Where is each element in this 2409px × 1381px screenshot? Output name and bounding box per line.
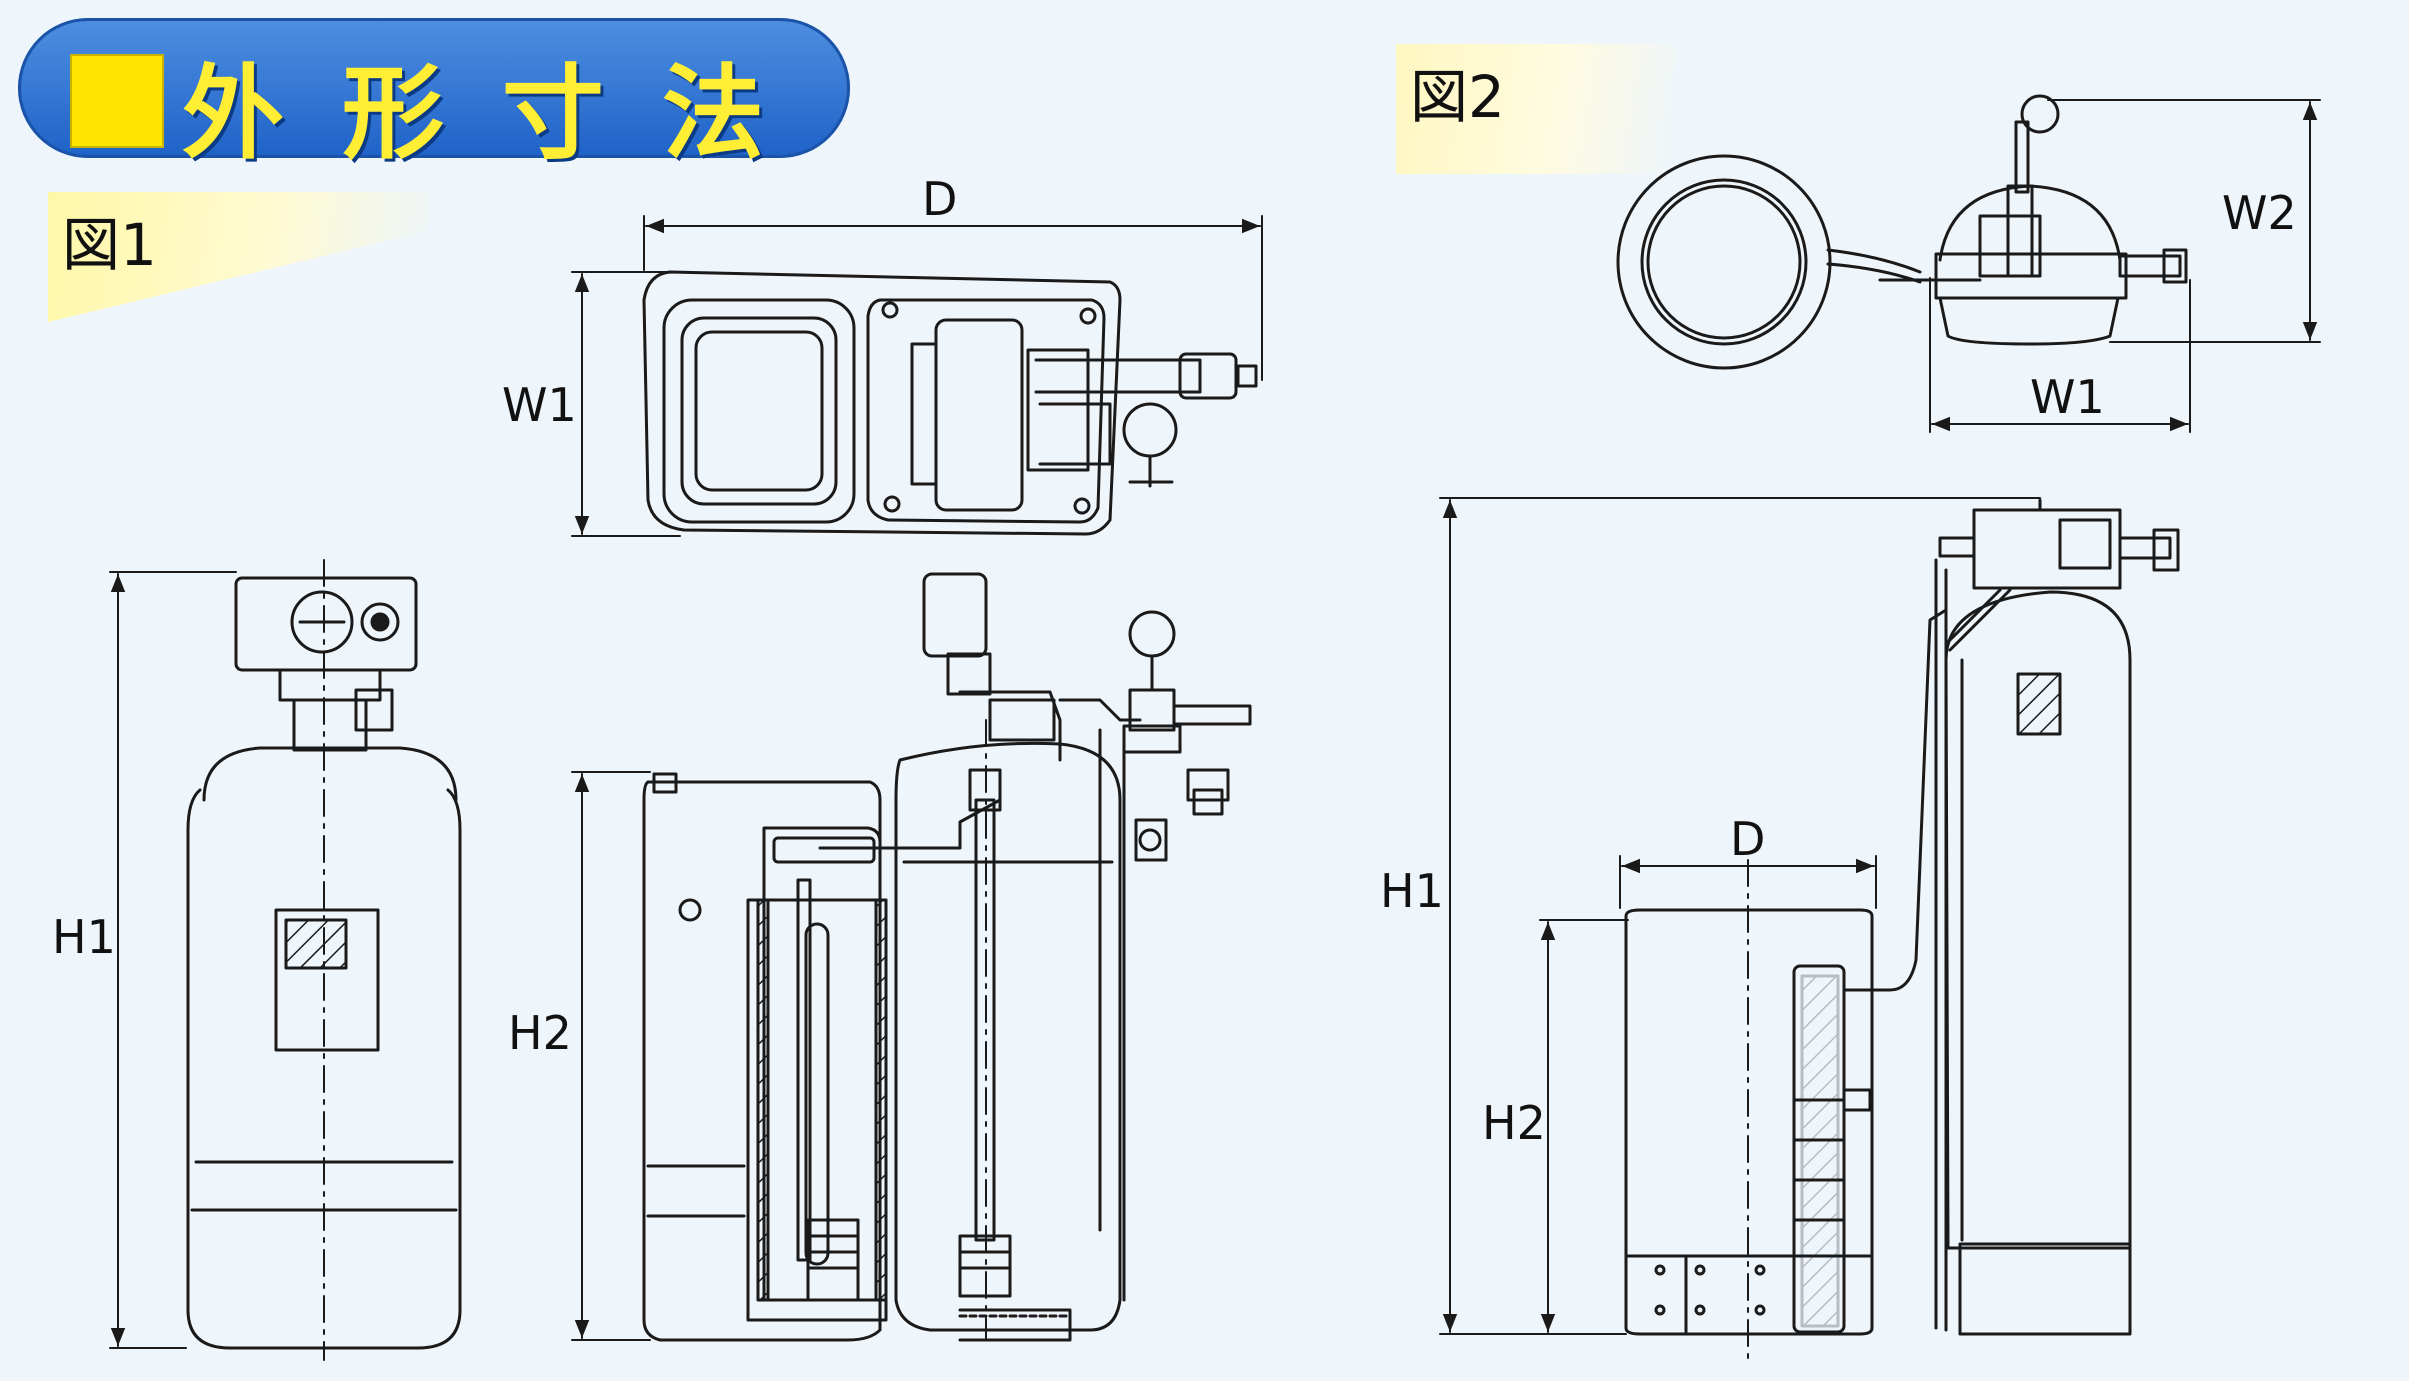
- fig1-h1-dimension: [109, 571, 237, 1349]
- fig2-front-view: [1624, 498, 2180, 1361]
- fig1-tank-front: [186, 559, 462, 1361]
- fig1-w1-label: W1: [502, 378, 577, 432]
- figure1-label: 図1: [62, 211, 157, 279]
- page-title: 外形寸法: [182, 55, 822, 174]
- fig2-h2-dimension: [1539, 919, 1629, 1333]
- fig2-w2-label: W2: [2222, 186, 2297, 240]
- fig1-h1-label: H1: [52, 910, 116, 964]
- fig2-h2-label: H2: [1482, 1096, 1546, 1150]
- fig1-d-label: D: [922, 172, 958, 226]
- title-square-icon: [70, 54, 164, 148]
- fig2-d-label: D: [1730, 812, 1766, 866]
- fig2-w1-label: W1: [2030, 370, 2105, 424]
- fig1-w1-dimension: [571, 271, 681, 537]
- fig2-h1-dimension: [1439, 497, 2041, 1335]
- fig1-h2-label: H2: [508, 1006, 572, 1060]
- fig1-h2-dimension: [571, 771, 651, 1341]
- fig2-top-view: [1616, 94, 2188, 370]
- fig2-h1-label: H1: [1380, 864, 1444, 918]
- figure2-label: 図2: [1410, 63, 1505, 131]
- fig2-d-dimension: [1619, 855, 1877, 909]
- figure2-tag: 図2: [1396, 44, 1676, 174]
- fig1-cutaway-view: [642, 572, 1252, 1342]
- title-banner: 外形寸法: [18, 18, 850, 174]
- fig1-top-view: [642, 270, 1258, 536]
- fig2-w1-dimension: [1929, 277, 2191, 433]
- fig1-d-dimension: [643, 215, 1263, 381]
- fig2-w2-dimension: [2047, 99, 2321, 343]
